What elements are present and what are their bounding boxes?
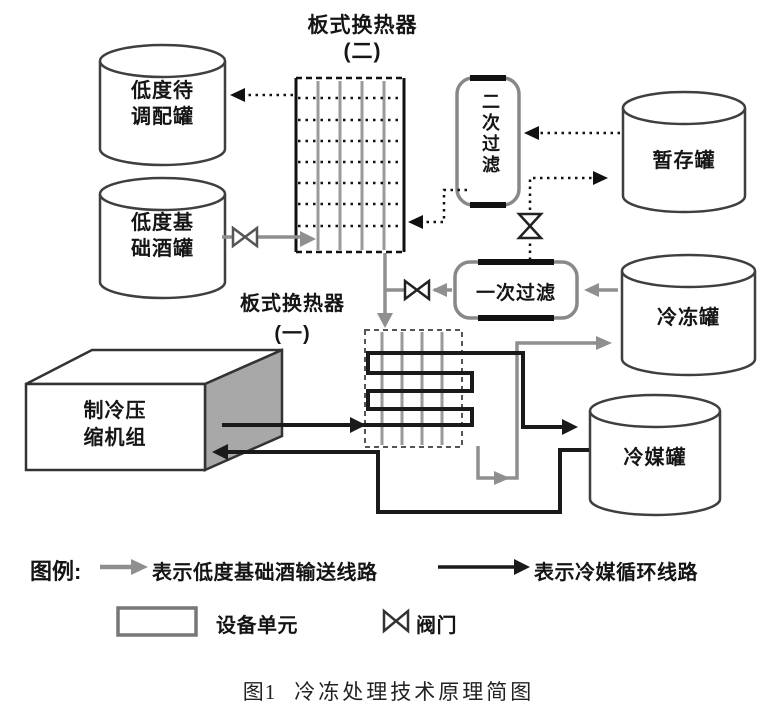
tank-base-cylinder <box>98 176 227 300</box>
tank-coolant-label: 冷媒罐 <box>623 447 687 469</box>
hx1-title: 板式换热器 <box>240 293 345 315</box>
tank-temp-cylinder <box>621 90 747 214</box>
legend-valve-symbol <box>382 608 410 634</box>
legend-valve-label: 阀门 <box>416 615 457 637</box>
tank-temp-label: 暂存罐 <box>652 150 716 172</box>
tank-blend-cylinder <box>98 43 227 167</box>
tank-base-label-line1: 低度基 <box>131 212 194 234</box>
compressor-box <box>24 348 284 472</box>
filter-primary-box <box>453 259 579 321</box>
hx1-subtitle: (一) <box>274 323 311 345</box>
filter-primary-label: 一次过滤 <box>475 283 556 304</box>
hx2-subtitle: (二) <box>343 40 382 63</box>
valve-vertical-dotted <box>516 212 544 240</box>
filter-secondary-label: 二次过滤 <box>480 92 500 176</box>
legend-coolant-arrow <box>438 559 530 575</box>
legend-equipment-symbol <box>116 606 198 637</box>
legend-coolant-line-label: 表示冷媒循环线路 <box>534 562 698 584</box>
heat-exchanger-2-body <box>294 76 406 254</box>
hx2-title: 板式换热器 <box>307 14 418 37</box>
tank-coolant-cylinder <box>588 393 722 517</box>
coolant-line-arrowheads <box>212 417 578 460</box>
heat-exchanger-1-body <box>364 329 463 448</box>
legend-equipment-label: 设备单元 <box>216 615 298 637</box>
legend-title: 图例: <box>30 559 82 584</box>
liquor-line-arrowheads <box>300 231 612 485</box>
coolant-line-network <box>222 351 589 514</box>
dotted-line-network <box>240 93 620 260</box>
compressor-label-line2: 缩机组 <box>83 427 147 449</box>
legend-liquor-arrow <box>100 559 148 575</box>
valve-base-liquor <box>231 225 259 249</box>
valve-filter-line <box>403 278 431 302</box>
tank-base-label-line2: 础酒罐 <box>131 238 194 260</box>
figure-caption-title: 冷冻处理技术原理简图 <box>294 680 535 704</box>
filter-secondary-box <box>455 75 521 208</box>
tank-freeze-cylinder <box>620 253 757 377</box>
figure-caption: 图1 冷冻处理技术原理简图 <box>0 676 777 706</box>
dotted-line-arrowheads <box>230 88 608 229</box>
tank-blend-label-line1: 低度待 <box>131 80 194 102</box>
figure-caption-number: 图1 <box>242 680 277 704</box>
tank-freeze-label: 冷冻罐 <box>657 307 720 329</box>
legend-liquor-line-label: 表示低度基础酒输送线路 <box>152 562 378 584</box>
compressor-label-line1: 制冷压 <box>83 400 147 422</box>
tank-blend-label-line2: 调配罐 <box>131 106 194 128</box>
